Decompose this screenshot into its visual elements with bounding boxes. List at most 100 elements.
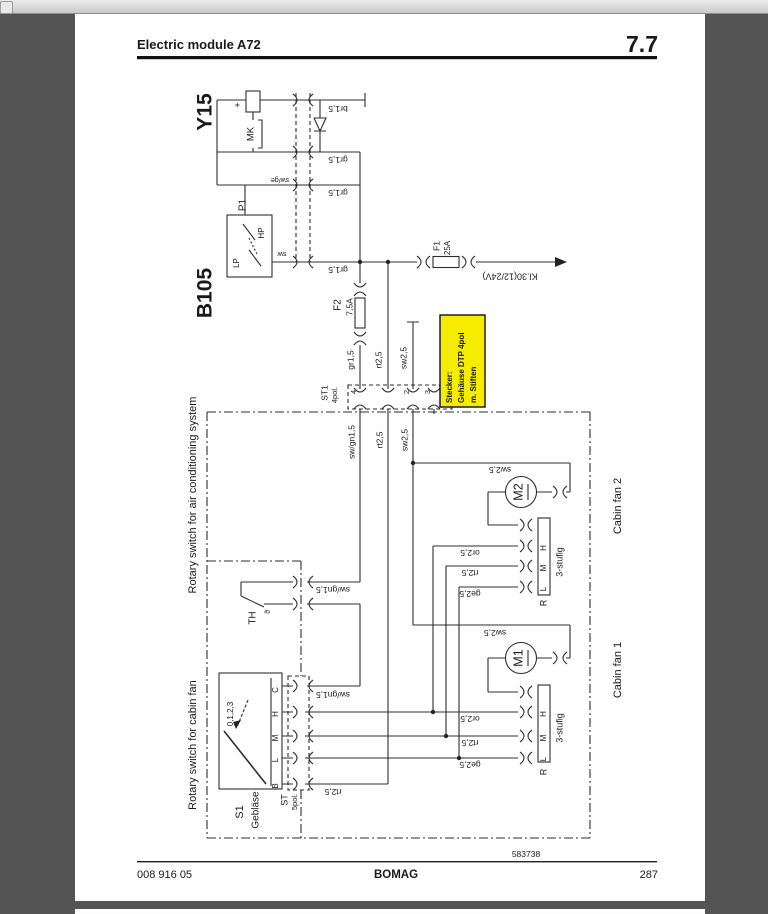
s1-label: S1 — [234, 805, 246, 818]
toolbar-button[interactable] — [0, 1, 13, 14]
header-rule — [137, 56, 657, 60]
wire-label-sw25: sw2,5 — [398, 347, 408, 369]
mk-label: MK — [246, 126, 257, 141]
st5-poles-label: 5pol. — [290, 794, 299, 810]
terminal-kl30-label: Kl.30(12/24V) — [482, 272, 537, 282]
fan1-terminal-h: H — [539, 711, 548, 717]
th-label: TH — [248, 611, 259, 624]
arrow-kl30 — [555, 257, 567, 267]
s1-positions: 0,1,2,3 — [226, 701, 235, 726]
wire-label-br15: br1,5 — [328, 104, 348, 114]
fan1-r-label: R — [538, 768, 548, 775]
page-title: Electric module A72 — [137, 37, 261, 52]
fuse-f2-group: F2 7,5A — [333, 259, 367, 389]
wiring-diagram: Electric module A72 7.7 Y15 B105 + MK — [137, 31, 658, 881]
wire-label-ge25: ge2,5 — [459, 760, 481, 770]
section-number: 7.7 — [626, 31, 658, 57]
wire-label-or25: or2,5 — [460, 714, 480, 724]
drawing-number: 583738 — [512, 849, 541, 859]
wire-label-gr15: gr1,5 — [328, 265, 348, 275]
s1-terminal-l: L — [271, 757, 280, 762]
page-footer: 583738 008 916 05 BOMAG 287 — [137, 849, 658, 881]
wire-label-swgn15: sw/gn1,5 — [316, 690, 350, 700]
connector-st1: 4 2 3 ST1 4pol. — [319, 384, 453, 410]
document-page: Electric module A72 7.7 Y15 B105 + MK — [75, 14, 705, 901]
st1-pin-4: 4 — [349, 390, 358, 394]
wire-label-ge25: ge2,5 — [459, 589, 481, 599]
note-line-2: Gehäuse DTP 4pol — [457, 332, 466, 403]
plus-label: + — [232, 102, 242, 107]
doc-number: 008 916 05 — [137, 869, 192, 881]
fuse-f1-group: F1 25A Kl.30(12/24V) — [385, 240, 567, 389]
p1-label: P1 — [238, 198, 249, 211]
rotary-fan-group: Rotary switch for cabin fan 0,1,2,3 C H … — [187, 672, 518, 829]
s1-name-label: Gebläse — [251, 791, 262, 829]
wire-label-sw25: sw2,5 — [484, 628, 506, 638]
b105-label: B105 — [194, 268, 217, 319]
theta-symbol: ϑ — [265, 610, 272, 614]
f2-label: F2 — [333, 299, 344, 311]
wire-label-rt25: rt2,5 — [373, 351, 383, 368]
page-header: Electric module A72 7.7 — [137, 31, 658, 60]
next-page-edge[interactable] — [75, 909, 705, 914]
fan2-terminal-m: M — [539, 564, 548, 571]
sw25-feeder: gr1,5 rt2,5 sw2,5 — [345, 321, 419, 389]
footer-rule — [137, 861, 657, 863]
s1-terminal-b: B — [271, 783, 280, 788]
fan1-terminal-l: L — [539, 756, 548, 761]
wire-label-gr15: gr1,5 — [328, 188, 348, 198]
rotary-ac-group: Rotary switch for air conditioning syste… — [187, 397, 361, 700]
m2-label: M2 — [511, 483, 525, 500]
st1-poles-label: 4pol. — [330, 387, 339, 403]
fan1-terminal-m: M — [539, 734, 548, 741]
m1-label: M1 — [511, 649, 525, 666]
wire-label-rt25: rt2,5 — [324, 787, 341, 797]
wire-label-swgn15: sw/gn1,5 — [316, 585, 350, 595]
wire-label-gr15: gr1,5 — [345, 350, 355, 370]
s1-terminal-c: C — [271, 687, 280, 693]
cabin-fan-2-label: Cabin fan 2 — [612, 478, 624, 534]
st1-pin-3: 3 — [423, 390, 432, 394]
wire-label-sw: sw — [277, 250, 287, 259]
hp-label: HP — [257, 227, 266, 238]
brand-name: BOMAG — [374, 869, 418, 881]
wire-label-rt25: rt2,5 — [461, 568, 478, 578]
fan1-stage-label: 3-stufig — [554, 713, 564, 743]
lp-label: LP — [232, 258, 241, 268]
wire-label-rt25: rt2,5 — [374, 431, 384, 448]
f1-rating: 25A — [443, 240, 452, 255]
s1-terminal-h: H — [271, 711, 280, 717]
fan2-terminal-l: L — [539, 586, 548, 591]
wire-label-sw25: sw2,5 — [399, 429, 409, 451]
cabin-fan-1-group: M1 sw2,5 H M L R 3-stufig or2,5 rt2,5 ge… — [413, 624, 624, 775]
wire-label-swge: sw/ge — [271, 176, 289, 183]
wire-label-swgn15: sw/gn1,5 — [346, 425, 356, 459]
page-number: 287 — [640, 869, 658, 881]
cabin-fan-2-group: M2 sw2,5 H M L R 3-stufig or2,5 rt2,5 ge… — [410, 460, 624, 758]
rotary-fan-label: Rotary switch for cabin fan — [187, 680, 199, 810]
fan2-r-label: R — [538, 599, 548, 606]
module-boundary — [206, 411, 591, 839]
wire-label-sw25: sw2,5 — [489, 465, 511, 475]
st1-label: ST1 — [319, 385, 329, 401]
solenoid-y15-group: Y15 B105 + MK P1 HP LP — [194, 90, 417, 319]
wire-label-or25: or2,5 — [460, 548, 480, 558]
fan2-terminal-h: H — [539, 545, 548, 551]
f1-label: F1 — [431, 241, 441, 251]
note-line-3: m. Stiften — [469, 366, 478, 403]
s1-terminal-m: M — [271, 734, 280, 741]
cabin-fan-1-label: Cabin fan 1 — [612, 642, 624, 698]
f2-rating: 7,5A — [344, 298, 354, 316]
st1-pin-2: 2 — [402, 390, 411, 394]
harness-below-st1: sw/gn1,5 rt2,5 sw2,5 — [346, 409, 435, 784]
wire-label-gr15: gr1,5 — [328, 155, 348, 165]
viewer-toolbar — [0, 0, 768, 14]
wire-label-rt25: rt2,5 — [461, 738, 478, 748]
st5-label: ST — [279, 794, 289, 806]
y15-label: Y15 — [194, 93, 217, 131]
note-line-1: Stecker: — [445, 371, 454, 403]
fan2-stage-label: 3-stufig — [554, 547, 564, 577]
note-highlight — [439, 314, 486, 408]
connector-note: Stecker: Gehäuse DTP 4pol m. Stiften — [439, 314, 486, 408]
